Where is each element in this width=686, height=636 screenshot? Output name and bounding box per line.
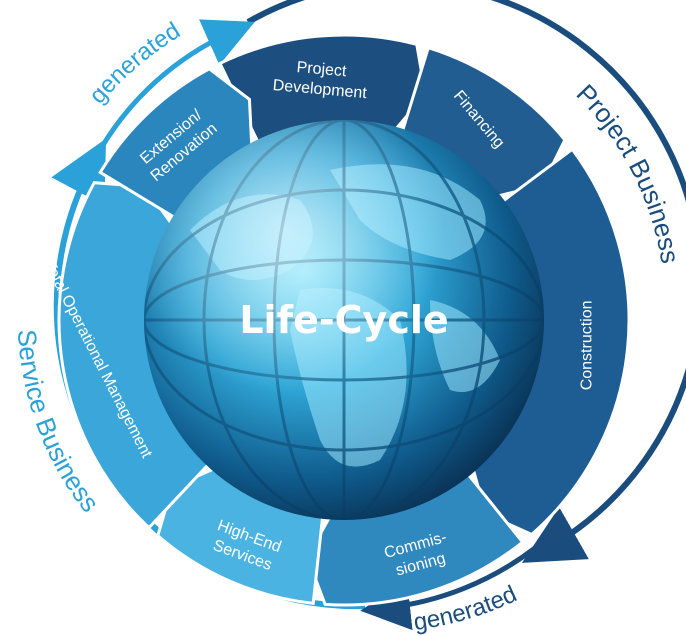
segment-label-line: Project	[296, 59, 348, 80]
generated-bottom-arrow	[360, 546, 537, 631]
project-business-arrow	[246, 0, 686, 563]
segment-label-line: Construction	[579, 300, 596, 390]
generated-top-arrow	[97, 19, 255, 152]
globe: Life-Cycle	[144, 120, 544, 520]
segment-label-construction: Construction	[579, 300, 596, 390]
center-title: Life-Cycle	[239, 298, 448, 342]
